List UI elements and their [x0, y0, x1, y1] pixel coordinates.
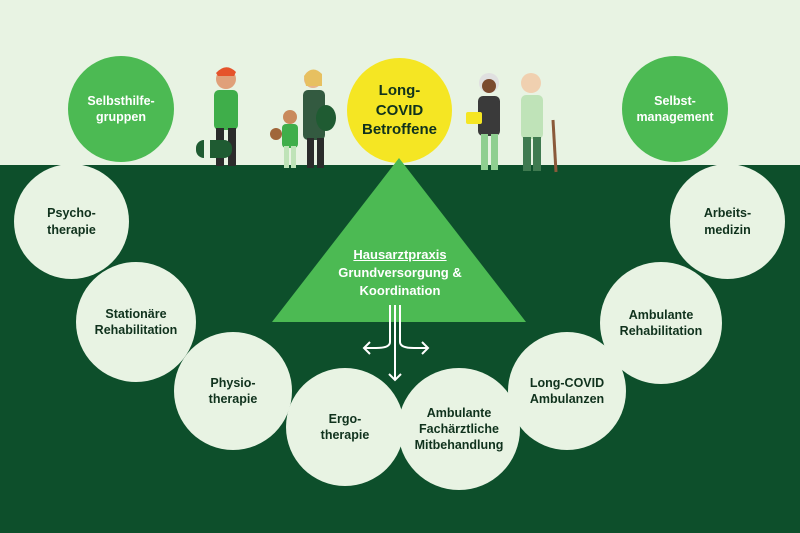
hub-line-1: Grundversorgung & [338, 265, 462, 281]
node-selbsthilfegruppen: Selbsthilfe- gruppen [68, 56, 174, 162]
hub-title: Hausarztpraxis [353, 247, 447, 262]
node-ambulante-rehabilitation: Ambulante Rehabilitation [600, 262, 722, 384]
node-label: Ambulante Rehabilitation [619, 307, 703, 338]
node-label: Selbsthilfe- gruppen [87, 93, 155, 124]
hub-triangle [272, 158, 526, 322]
node-psychotherapie: Psycho- therapie [14, 164, 129, 279]
people-illustration-icon [196, 67, 558, 173]
node-label: Long- COVID Betroffene [361, 82, 437, 139]
node-label: Stationäre Rehabilitation [94, 306, 178, 337]
node-label: Arbeits- medizin [703, 206, 752, 237]
node-label: Ergo- therapie [320, 411, 370, 442]
node-label: Physio- therapie [208, 375, 258, 406]
node-ergotherapie: Ergo- therapie [286, 368, 404, 486]
node-label: Psycho- therapie [47, 206, 96, 237]
distribution-arrows-icon [362, 305, 430, 382]
node-physiotherapie: Physio- therapie [174, 332, 292, 450]
hub-line-2: Koordination [359, 283, 441, 299]
node-selbstmanagement: Selbst- management [622, 56, 728, 162]
node-long-covid-ambulanzen: Long-COVID Ambulanzen [508, 332, 626, 450]
node-label: Long-COVID Ambulanzen [529, 375, 605, 406]
node-ambulante-fachaerztliche-mitbehandlung: Ambulante Fachärztliche Mitbehandlung [398, 368, 520, 490]
hub-text: Hausarztpraxis Grundversorgung & Koordin… [300, 246, 500, 301]
node-label: Ambulante Fachärztliche Mitbehandlung [414, 405, 504, 453]
node-stationaere-rehabilitation: Stationäre Rehabilitation [76, 262, 196, 382]
node-long-covid-betroffene: Long- COVID Betroffene [347, 58, 452, 163]
node-label: Selbst- management [636, 93, 714, 124]
node-arbeitsmedizin: Arbeits- medizin [670, 164, 785, 279]
